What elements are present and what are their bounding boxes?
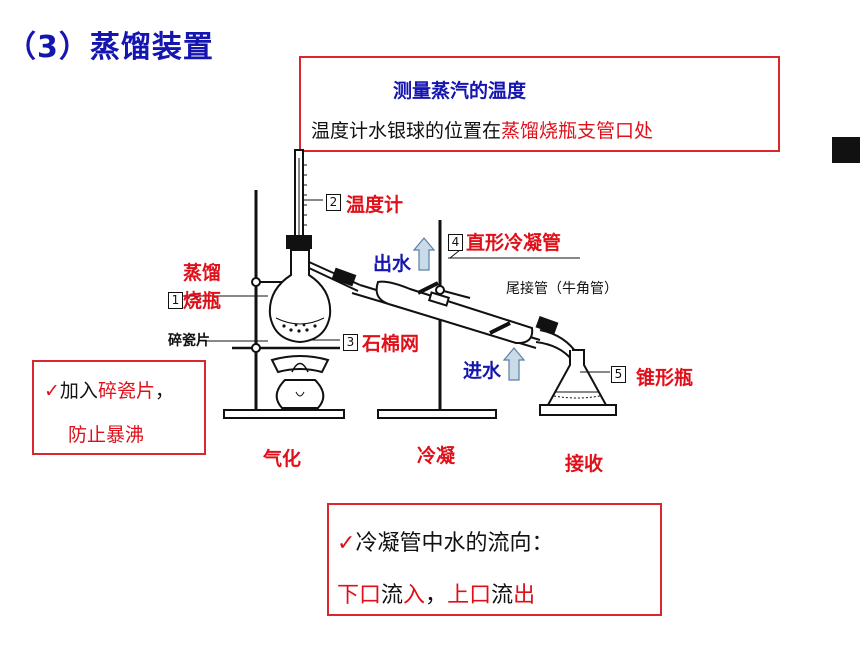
water-out-label: 出水 <box>373 253 412 275</box>
water-flow-upper-port: 上口 <box>447 583 492 608</box>
check-icon: ✓ <box>44 380 60 402</box>
thermometer-note-box: 测量蒸汽的温度 温度计水银球的位置在蒸馏烧瓶支管口处 <box>299 56 780 152</box>
water-out-arrow <box>412 237 436 271</box>
check-icon: ✓ <box>337 531 356 556</box>
condenser <box>331 267 559 349</box>
distillation-flask <box>268 249 361 344</box>
label-number-1: 1 <box>168 292 183 309</box>
water-flow-note-box: ✓冷凝管中水的流向： 下口流入，上口流出 <box>327 503 662 616</box>
label-number-2: 2 <box>326 194 341 211</box>
water-flow-in: 入 <box>403 583 426 608</box>
conical-flask <box>539 349 617 416</box>
thermometer-note-line: 温度计水银球的位置在蒸馏烧瓶支管口处 <box>311 116 653 143</box>
stage-vaporize: 气化 <box>263 448 302 470</box>
alcohol-lamp <box>270 355 330 409</box>
thermometer-note-heading: 测量蒸汽的温度 <box>393 80 527 102</box>
porcelain-note-line1: ✓加入碎瓷片， <box>44 376 174 403</box>
middle-stand-base <box>377 409 497 419</box>
water-flow-note-heading: 冷凝管中水的流向： <box>355 531 554 556</box>
water-flow-note-line2: 下口流入，上口流出 <box>337 577 535 609</box>
water-flow-note-line1: ✓冷凝管中水的流向： <box>337 525 553 557</box>
flask-label-line1: 蒸馏 <box>183 262 222 284</box>
water-in-arrow <box>502 347 526 381</box>
water-flow-out: 出 <box>513 583 536 608</box>
label-number-3: 3 <box>343 334 358 351</box>
black-square-marker <box>832 137 860 163</box>
stage-condense: 冷凝 <box>417 445 456 467</box>
porcelain-note-comma: ， <box>154 380 174 402</box>
stage-receive: 接收 <box>565 453 604 475</box>
page-title: （3）蒸馏装置 <box>6 30 214 65</box>
left-stand-base <box>223 409 345 419</box>
porcelain-chips-label: 碎瓷片 <box>168 333 210 349</box>
water-flow-flow-2: 流 <box>491 583 514 608</box>
adapter-label: 尾接管（牛角管） <box>506 281 618 297</box>
thermometer-note-highlight: 蒸馏烧瓶支管口处 <box>501 120 654 142</box>
porcelain-note-line2: 防止暴沸 <box>68 424 145 446</box>
flask-label-line2: 烧瓶 <box>183 290 222 312</box>
porcelain-note-box: ✓加入碎瓷片， 防止暴沸 <box>32 360 206 455</box>
water-flow-flow-1: 流 <box>381 583 404 608</box>
thermometer-label: 温度计 <box>346 194 404 216</box>
water-flow-comma: ， <box>425 583 448 608</box>
thermometer-note-prefix: 温度计水银球的位置在 <box>311 120 502 142</box>
asbestos-gauze-label: 石棉网 <box>362 333 420 355</box>
water-flow-lower-port: 下口 <box>337 583 382 608</box>
conical-flask-label: 锥形瓶 <box>636 367 694 389</box>
water-in-label: 进水 <box>463 360 502 382</box>
condenser-label: 直形冷凝管 <box>466 232 562 254</box>
porcelain-note-chips: 碎瓷片 <box>97 380 155 402</box>
label-number-4: 4 <box>448 234 463 251</box>
label-number-5: 5 <box>611 366 626 383</box>
porcelain-note-add: 加入 <box>59 380 98 402</box>
